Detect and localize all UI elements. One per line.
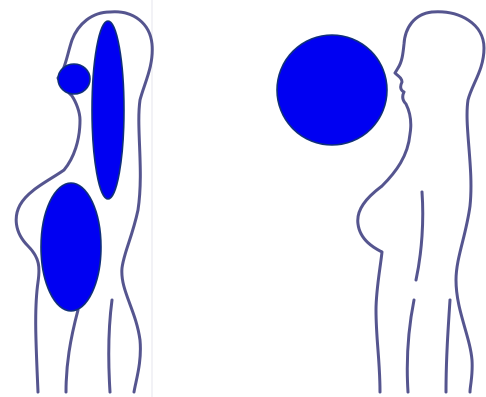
left-leg-inner-line-2 xyxy=(109,300,112,392)
right-figure xyxy=(277,12,484,392)
right-arm-line xyxy=(416,192,423,280)
left-torso-ellipse xyxy=(41,183,101,311)
right-leg-inner-line-1 xyxy=(407,300,414,392)
right-leg-inner-line-2 xyxy=(446,300,450,392)
left-small-head-circle xyxy=(58,64,90,94)
left-leg-inner-line-1 xyxy=(66,310,78,392)
right-large-circle xyxy=(277,35,387,145)
left-neck-ellipse xyxy=(92,21,124,199)
right-back-outline xyxy=(432,12,484,392)
left-figure xyxy=(16,0,152,397)
